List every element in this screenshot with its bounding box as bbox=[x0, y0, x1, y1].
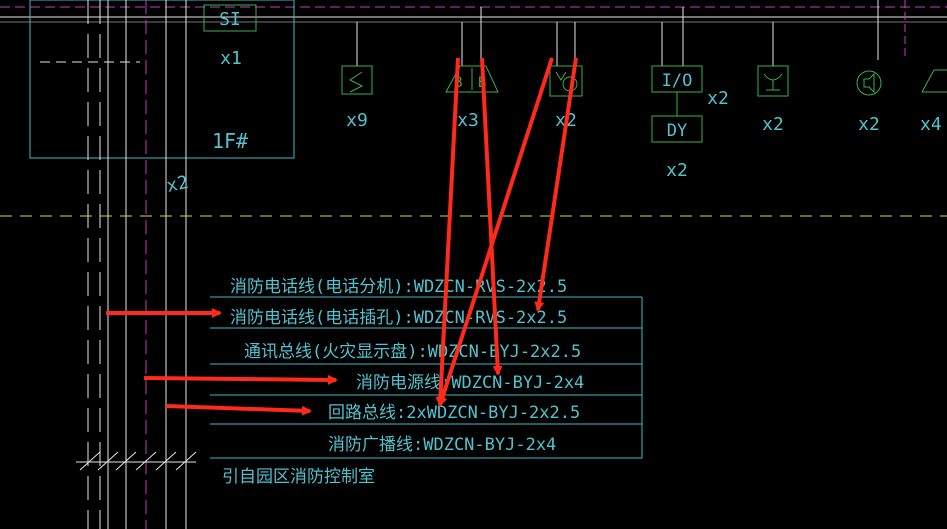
dy-module-icon: DY bbox=[651, 115, 703, 143]
dy-module-label: DY bbox=[667, 121, 687, 141]
red-arrows bbox=[106, 57, 578, 416]
arrow-hydrant-to-loop bbox=[435, 57, 460, 407]
riser-count: x2 bbox=[165, 172, 191, 197]
device-count-5: x2 bbox=[666, 160, 688, 181]
telephone-socket-icon bbox=[549, 65, 583, 97]
riser-lines bbox=[87, 0, 187, 529]
legend-row-1: 消防电话线(电话分机):WDZCN-RVS-2x2.5 bbox=[230, 277, 567, 297]
device-count-8: x4 bbox=[920, 114, 942, 135]
legend-row-4: 消防电源线:WDZCN-BYJ-2x4 bbox=[356, 373, 584, 393]
speaker-icon bbox=[856, 70, 882, 96]
floor-label: 1F# bbox=[212, 129, 248, 153]
source-note: 引自园区消防控制室 bbox=[222, 467, 375, 487]
arrow-hydrant-to-power bbox=[480, 57, 503, 376]
si-block: SI bbox=[203, 4, 257, 32]
device-count-4: x2 bbox=[707, 88, 729, 109]
arrow-to-power-row bbox=[143, 374, 338, 385]
device-count-1: x9 bbox=[346, 110, 368, 131]
si-label: SI bbox=[219, 9, 241, 30]
device-count-2: x3 bbox=[457, 110, 479, 131]
floor-box bbox=[29, 0, 295, 159]
fire-telephone-icon bbox=[757, 65, 789, 97]
audible-visual-alarm-icon bbox=[921, 69, 947, 93]
manual-alarm-button-icon bbox=[341, 65, 373, 95]
arrow-to-loop-row bbox=[165, 404, 312, 416]
io-module-label: I/O bbox=[662, 71, 693, 91]
legend-row-2: 消防电话线(电话插孔):WDZCN-RVS-2x2.5 bbox=[230, 308, 567, 328]
arrow-socket-to-loop bbox=[437, 57, 554, 407]
si-count: x1 bbox=[220, 48, 242, 69]
arrow-socket-to-phone bbox=[534, 57, 578, 312]
device-count-6: x2 bbox=[762, 114, 784, 135]
legend-table bbox=[210, 296, 643, 459]
legend-row-6: 消防广播线:WDZCN-BYJ-2x4 bbox=[328, 435, 556, 455]
hatch-marks bbox=[76, 451, 197, 471]
device-count-7: x2 bbox=[858, 114, 880, 135]
legend-row-5: 回路总线:2xWDZCN-BYJ-2x2.5 bbox=[328, 403, 580, 423]
legend-row-3: 通讯总线(火灾显示盘):WDZCN-BYJ-2x2.5 bbox=[244, 342, 581, 362]
device-drops bbox=[356, 7, 774, 66]
